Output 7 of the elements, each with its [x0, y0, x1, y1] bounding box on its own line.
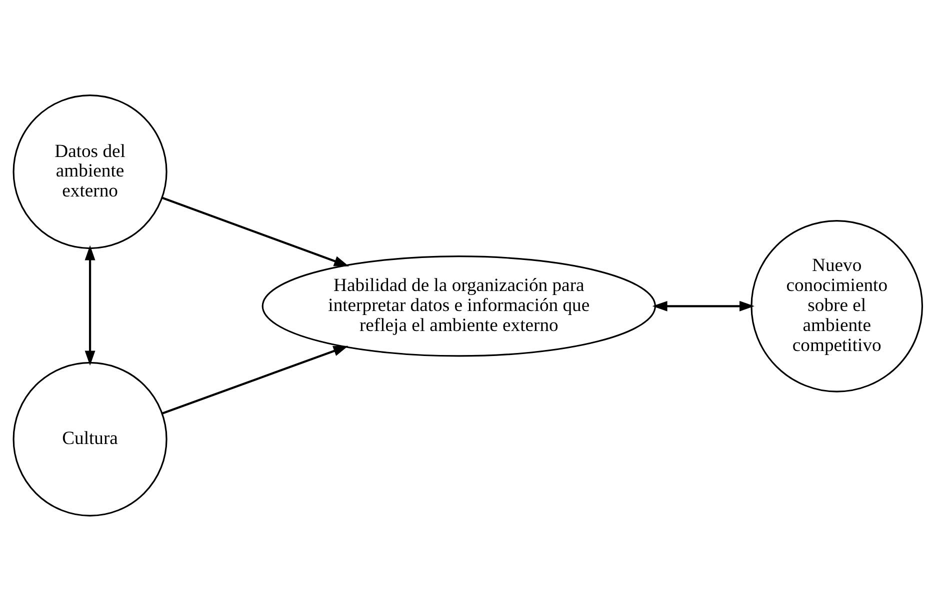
arrow	[162, 196, 350, 266]
node-circle: Cultura	[12, 361, 168, 516]
arrow	[84, 244, 96, 366]
node-circle: Nuevo conocimiento sobre el ambiente competitivo	[750, 219, 924, 392]
arrow	[652, 300, 754, 311]
arrow	[162, 345, 348, 414]
node-circle: Datos del ambiente externo	[12, 94, 168, 249]
